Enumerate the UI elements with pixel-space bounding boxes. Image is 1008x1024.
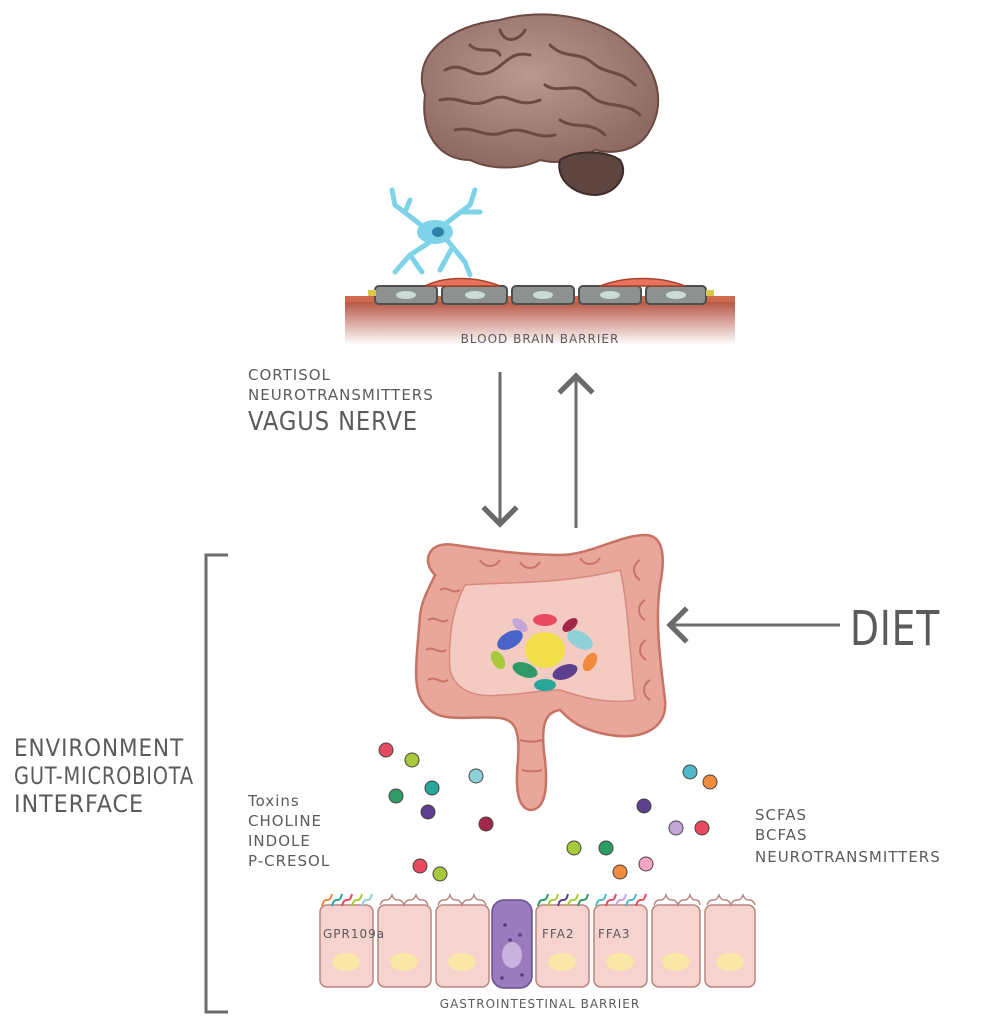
label-vagus-nerve: VAGUS NERVE [248, 407, 418, 437]
bbb-tissue [345, 300, 735, 345]
particle [432, 866, 448, 882]
label-neurotransmitters-top: NEUROTRANSMITTERS [248, 386, 434, 404]
particle [566, 840, 582, 856]
brain-folds [438, 28, 642, 138]
blood-brain-barrier: BLOOD BRAIN BARRIER [345, 277, 735, 346]
label-interface: INTERFACE [14, 790, 144, 818]
vertical-arrows [481, 372, 595, 528]
colon-haustra [425, 557, 651, 773]
particle [694, 820, 710, 836]
particle [636, 798, 652, 814]
microvilli [379, 892, 756, 908]
particle [404, 752, 420, 768]
particle [598, 840, 614, 856]
particle [412, 858, 428, 874]
epithelial-cells [319, 904, 756, 988]
gastrointestinal-barrier: GPR109a FFA2 FFA3 GASTROINTESTINAL BARRI… [319, 892, 756, 1011]
particle [378, 742, 394, 758]
pericyte-1 [424, 277, 501, 287]
receptor-villi-ffa2 [537, 893, 589, 907]
particle [702, 774, 718, 790]
goblet-cell [491, 899, 533, 989]
environment-bracket [204, 553, 228, 1014]
label-cortisol: CORTISOL [248, 366, 331, 384]
label-neurotransmitters-bottom: NEUROTRANSMITTERS [755, 848, 941, 866]
particle [478, 816, 494, 832]
receptor-villi-ffa3 [595, 893, 647, 907]
particle [612, 864, 628, 880]
label-scfas: SCFAS [755, 806, 807, 824]
brain-illustration [420, 13, 660, 197]
metabolite-particles-right [566, 764, 718, 880]
receptor-villi-gpr109a [321, 893, 373, 907]
label-environment: ENVIRONMENT [14, 734, 184, 762]
label-choline: CHOLINE [248, 812, 322, 830]
cell-nuclei [332, 953, 744, 971]
microbiota-cluster [490, 614, 598, 691]
pericyte-2 [599, 277, 686, 287]
gi-barrier-label: GASTROINTESTINAL BARRIER [440, 997, 640, 1011]
label-toxins: Toxins [247, 792, 300, 810]
brain-cerebrum [420, 13, 660, 169]
label-gut-microbiota: GUT-MICROBIOTA [14, 762, 194, 790]
brain-cerebellum [558, 151, 625, 197]
large-intestine [414, 533, 667, 812]
bbb-label: BLOOD BRAIN BARRIER [461, 332, 620, 346]
particle [424, 780, 440, 796]
particle [638, 856, 654, 872]
metabolite-particles-left [378, 742, 494, 882]
receptor-label-ffa3: FFA3 [598, 927, 631, 941]
label-p-cresol: P-CRESOL [248, 852, 330, 870]
particle [388, 788, 404, 804]
particle [420, 804, 436, 820]
neuron-astrocyte [389, 187, 483, 278]
particle [468, 768, 484, 784]
endothelial-cells [374, 285, 707, 305]
label-diet: DIET [850, 601, 940, 657]
label-indole: INDOLE [248, 832, 311, 850]
particle [682, 764, 698, 780]
label-bcfas: BCFAS [755, 826, 808, 844]
receptor-label-gpr109a: GPR109a [323, 927, 385, 941]
particle [668, 820, 684, 836]
receptor-label-ffa2: FFA2 [542, 927, 575, 941]
